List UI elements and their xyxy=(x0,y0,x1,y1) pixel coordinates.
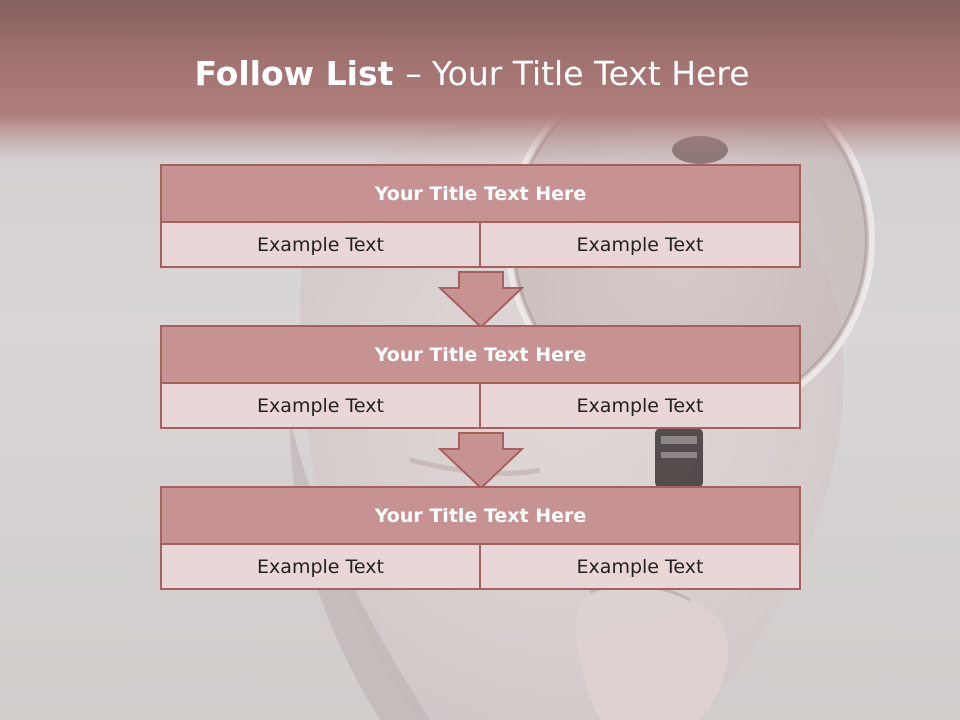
down-arrow-icon xyxy=(438,271,524,329)
down-arrow-icon xyxy=(438,432,524,490)
flow-block-right-cell: Example Text xyxy=(479,382,801,429)
flow-block-title: Your Title Text Here xyxy=(160,164,801,223)
slide-title-subtitle: Your Title Text Here xyxy=(431,54,750,93)
slide-title-main: Follow List xyxy=(194,54,394,93)
flow-block-left-cell: Example Text xyxy=(160,221,481,268)
flow-block-title: Your Title Text Here xyxy=(160,325,801,384)
flow-block-left-cell: Example Text xyxy=(160,543,481,590)
flow-block-title: Your Title Text Here xyxy=(160,486,801,545)
slide-title: Follow List–Your Title Text Here xyxy=(0,54,944,93)
header-band xyxy=(0,0,960,160)
flow-block-left-cell: Example Text xyxy=(160,382,481,429)
flow-block-right-cell: Example Text xyxy=(479,221,801,268)
slide-title-separator: – xyxy=(405,54,422,93)
flow-block-right-cell: Example Text xyxy=(479,543,801,590)
